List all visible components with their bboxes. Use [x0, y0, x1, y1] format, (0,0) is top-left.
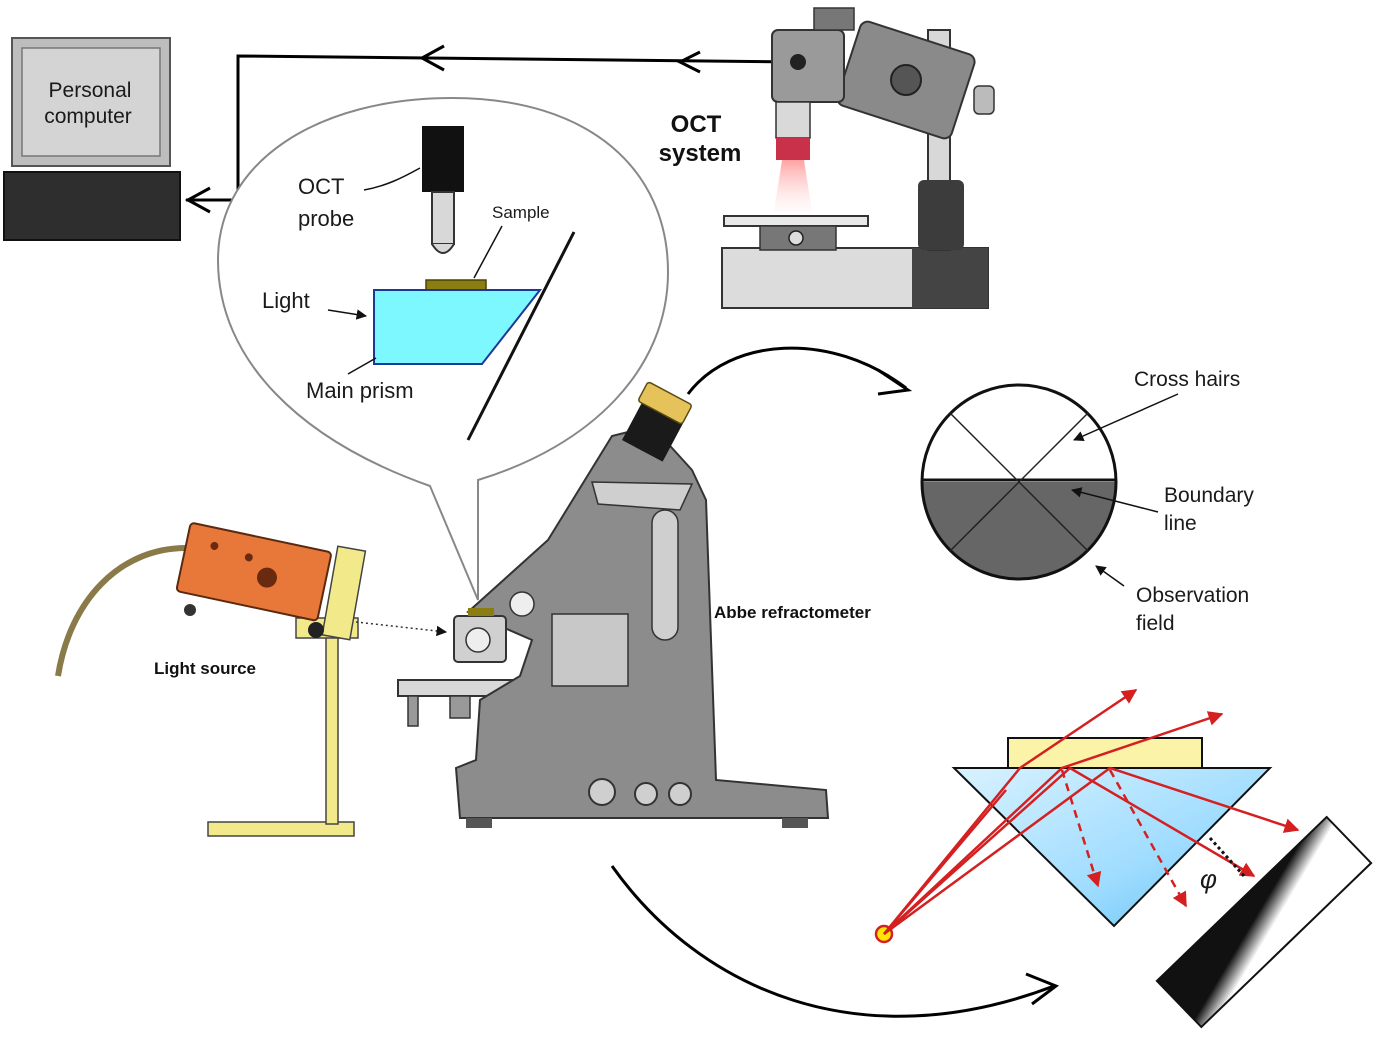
stand-clamp-knob [308, 622, 324, 638]
arrow-head-icon [1025, 972, 1060, 1006]
oct-stage-plate [723, 215, 869, 227]
abbe-table-leg [449, 695, 471, 719]
stand-pole [325, 633, 339, 825]
field-circle [920, 383, 1118, 581]
boundary-line-label-line2: line [1164, 512, 1197, 535]
flow-arrow-icon [676, 50, 701, 74]
light-source-cable [55, 545, 187, 677]
refracted-ray-dashed [1108, 769, 1188, 908]
observation-field-label-line2: field [1136, 612, 1175, 635]
light-source-label: Light source [154, 659, 256, 678]
oct-lens-tip [776, 138, 810, 160]
normal-dotted-line [1208, 836, 1246, 878]
abbe-foot [782, 818, 808, 828]
abbe-upper-plate [591, 481, 694, 511]
abbe-foot [466, 818, 492, 828]
observation-pointer [1095, 565, 1125, 587]
abbe-panel [551, 613, 629, 687]
oct-column-clamp [918, 180, 964, 250]
sample-label: Sample [492, 203, 550, 222]
data-flow-line [186, 54, 799, 202]
oct-probe-label-line2: probe [298, 206, 354, 231]
abbe-refractometer: Abbe refractometer [397, 381, 871, 828]
field-dark-half [922, 482, 1116, 579]
incident-ray [883, 766, 1256, 935]
monitor-screen [21, 47, 161, 157]
probe-detail-callout: OCT probe Sample Light Main prism [216, 96, 670, 601]
abbe-scale-window [651, 509, 679, 641]
abbe-knob [588, 778, 616, 806]
main-prism [373, 289, 543, 365]
light-path-dotted [355, 621, 448, 637]
oct-side-knob [973, 85, 995, 115]
oct-system-label-line1: OCT [671, 111, 722, 138]
oct-head-top [813, 7, 855, 31]
incident-ray [883, 711, 1224, 935]
sample-block [425, 279, 487, 291]
oct-probe-body [422, 126, 464, 192]
oct-head-port [790, 54, 806, 70]
detector-screen [1155, 815, 1373, 1029]
oct-system-label-line2: system [659, 140, 742, 167]
oct-stage-block [759, 225, 837, 251]
pc-label-line2: computer [44, 105, 132, 128]
curved-arrow-to-field [686, 346, 907, 395]
oct-probe-tube [431, 191, 455, 245]
observation-field-label-line1: Observation [1136, 584, 1249, 607]
prism-edge-line [466, 231, 576, 441]
personal-computer: Personal computer [3, 37, 181, 241]
oct-base-dark [912, 248, 988, 308]
light-source-foot-screw [184, 604, 196, 616]
boundary-pointer [1070, 487, 1159, 513]
phi-angle-label: φ [1200, 864, 1217, 894]
oct-probe-tip [431, 243, 455, 254]
abbe-knob [509, 591, 535, 617]
light-source-housing [175, 522, 332, 622]
light-source-assembly: Light source [55, 522, 448, 837]
abbe-knob [668, 782, 692, 806]
incident-ray [883, 766, 1300, 936]
oct-system: OCT system [659, 7, 995, 309]
data-flow-connector [184, 44, 799, 214]
flow-arrow-icon [418, 44, 445, 72]
pc-label-line1: Personal [49, 79, 132, 102]
abbe-eyepiece-cap [638, 381, 692, 425]
stand-foot [207, 821, 355, 837]
oct-beam [774, 160, 812, 212]
refracted-ray-dashed [1060, 769, 1102, 888]
light-source-aperture [256, 567, 277, 588]
abbe-knob [634, 782, 658, 806]
oct-probe-pointer [363, 167, 421, 191]
stand-clamp [321, 545, 367, 641]
light-label: Light [262, 288, 310, 313]
arrow-head-icon [877, 368, 913, 396]
incident-ray [883, 789, 1007, 935]
oct-head [771, 29, 845, 103]
oct-lens [775, 101, 811, 139]
abbe-refractometer-label: Abbe refractometer [714, 603, 871, 622]
light-pointer [327, 309, 368, 320]
abbe-table-leg [407, 695, 419, 727]
light-source-screw [210, 541, 219, 550]
computer-base [3, 171, 181, 241]
main-prism-label: Main prism [306, 378, 414, 403]
boundary-line-label-line1: Boundary [1164, 484, 1254, 507]
flow-arrow-icon [184, 186, 211, 214]
oct-stage-knob [788, 230, 804, 246]
oct-arm-knob [890, 64, 922, 96]
cross-hairs-label: Cross hairs [1134, 368, 1240, 391]
curved-arrow-to-prism [610, 865, 1055, 1018]
abbe-sample-holder [468, 608, 494, 616]
cross-hairs-pointer [1073, 393, 1179, 441]
abbe-prism-dial [465, 627, 491, 653]
main-prism-pointer [347, 357, 377, 375]
light-source-screw [244, 553, 253, 562]
sample-pointer [473, 225, 503, 279]
cross-hair [949, 412, 1089, 552]
refraction-diagram: φ [874, 688, 1373, 1029]
observation-field: Cross hairs Boundary line Observation fi… [920, 368, 1254, 635]
oct-probe-label-line1: OCT [298, 174, 344, 199]
